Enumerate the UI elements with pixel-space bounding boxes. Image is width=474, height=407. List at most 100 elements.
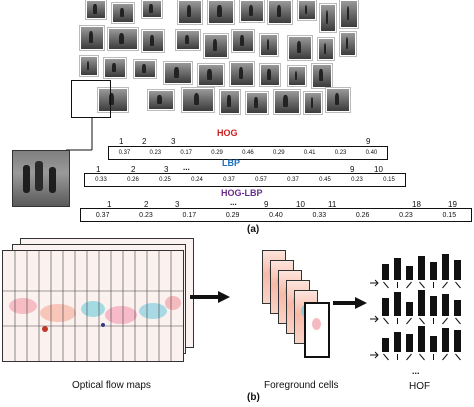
hog-value: 0.37 — [118, 150, 131, 156]
hoglbp-value: 0.40 — [269, 211, 283, 219]
frame-thumbnail — [288, 36, 312, 60]
hof-label: HOF — [409, 381, 431, 392]
hof-lead-arrow — [370, 279, 379, 287]
frame-thumbnail — [80, 26, 104, 50]
frame-thumbnail — [104, 58, 126, 78]
frame-thumbnail — [288, 66, 306, 86]
hof-direction-arrow — [406, 281, 412, 289]
hof-direction-arrow — [442, 353, 448, 361]
lbp-value: 0.23 — [351, 177, 363, 183]
frame-thumbnail — [134, 60, 156, 78]
hof-bar — [418, 326, 425, 352]
panel-b-caption: (b) — [247, 392, 260, 403]
hof-lead-arrow — [370, 315, 379, 323]
lbp-index: 2 — [131, 165, 136, 174]
hoglbp-index: 9 — [264, 200, 269, 209]
hof-bar — [430, 296, 437, 316]
hoglbp-index: 3 — [175, 200, 180, 209]
lbp-value: 0.37 — [223, 177, 235, 183]
hof-direction-arrow — [419, 317, 425, 325]
hoglbp-value: 0.23 — [399, 211, 413, 219]
foreground-cell — [304, 302, 330, 358]
frame-thumbnail — [340, 0, 358, 28]
flow-map-front — [2, 250, 184, 362]
hof-bar — [454, 300, 461, 316]
hoglbp-value: 0.26 — [355, 211, 370, 219]
hoglbp-index: 19 — [448, 200, 457, 209]
hof-direction-arrow — [383, 353, 389, 361]
hof-direction-arrow — [406, 317, 412, 325]
frame-thumbnail — [198, 64, 224, 86]
frame-thumbnail — [148, 90, 174, 110]
foreground-cells-stack — [262, 250, 342, 370]
hof-direction-arrow — [442, 281, 448, 289]
lbp-value: 0.57 — [255, 177, 267, 183]
hof-bar — [418, 290, 425, 316]
foreground-cells-label: Foreground cells — [264, 380, 339, 391]
frame-thumbnail — [220, 90, 240, 114]
hog-value: 0.41 — [303, 150, 316, 156]
hof-bar — [394, 332, 401, 352]
hof-direction-arrow — [383, 317, 389, 325]
lbp-index: 1 — [96, 165, 101, 174]
frame-thumbnail — [86, 0, 106, 19]
lbp-index: 9 — [350, 165, 355, 174]
lbp-index: ... — [183, 163, 190, 172]
hof-direction-arrow — [419, 281, 425, 289]
frame-thumbnail — [80, 56, 98, 76]
hog-value: 0.40 — [365, 150, 378, 156]
hof-bar — [406, 302, 413, 316]
hof-ellipsis: ... — [412, 366, 420, 376]
hof-direction-arrow — [383, 281, 389, 289]
hog-value: 0.46 — [242, 150, 254, 156]
hof-bar — [382, 338, 389, 352]
lbp-feature-bar: 0.33 0.26 0.25 0.24 0.37 0.57 0.37 0.45 … — [84, 173, 406, 187]
hof-bar — [418, 256, 425, 280]
hoglbp-index: 11 — [328, 200, 337, 209]
hof-bar — [430, 262, 437, 280]
hog-value: 0.23 — [149, 150, 162, 156]
frame-thumbnail — [298, 0, 316, 20]
optical-flow-label: Optical flow maps — [72, 380, 151, 391]
lbp-title: LBP — [222, 158, 240, 168]
hof-bar — [454, 260, 461, 280]
hof-bar — [430, 336, 437, 352]
hof-bar — [382, 264, 389, 280]
person-silhouette — [35, 161, 43, 191]
hof-bar — [394, 258, 401, 280]
hoglbp-index: 10 — [296, 200, 305, 209]
frame-thumbnail — [318, 38, 334, 60]
hoglbp-value: 0.29 — [225, 211, 240, 219]
hoglbp-title: HOG-LBP — [221, 188, 263, 198]
hoglbp-value: 0.17 — [182, 211, 197, 219]
lbp-value: 0.37 — [287, 177, 299, 183]
hoglbp-value: 0.15 — [442, 211, 457, 219]
frame-thumbnail — [340, 32, 356, 56]
lbp-index: 10 — [374, 165, 383, 174]
lbp-value: 0.45 — [319, 177, 331, 183]
frame-thumbnail — [274, 90, 300, 114]
lbp-index: 3 — [164, 165, 169, 174]
frame-thumbnail — [108, 28, 138, 50]
optical-flow-stack — [0, 238, 200, 368]
frame-thumbnail — [98, 88, 128, 112]
frame-thumbnail — [260, 34, 278, 56]
frame-thumbnail — [320, 4, 336, 32]
hof-bar — [406, 334, 413, 352]
hog-index: 2 — [142, 137, 147, 146]
enlarged-frame — [12, 150, 70, 207]
flow-map-grid — [3, 251, 183, 361]
hog-value: 0.29 — [211, 150, 223, 156]
hoglbp-value: 0.37 — [95, 211, 110, 219]
hof-direction-arrow — [419, 353, 425, 361]
hoglbp-index: 18 — [412, 200, 421, 209]
hoglbp-index: 1 — [107, 200, 112, 209]
hog-title: HOG — [217, 128, 238, 138]
hof-bar — [454, 330, 461, 352]
frame-thumbnail — [232, 30, 254, 52]
thumbnail-collage — [80, 0, 360, 118]
hof-bar — [394, 292, 401, 316]
panel-a-caption: (a) — [247, 224, 260, 235]
hof-bar — [442, 254, 449, 280]
frame-thumbnail — [240, 0, 264, 22]
